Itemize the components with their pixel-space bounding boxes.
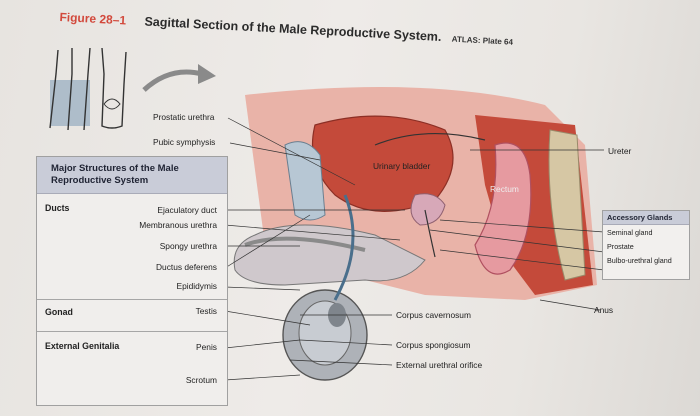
label-corpus-cavernosum: Corpus cavernosum: [396, 310, 471, 320]
label-prostatic-urethra: Prostatic urethra: [153, 112, 214, 122]
label-spongy-urethra: Spongy urethra: [160, 241, 217, 251]
table-title: Major Structures of the Male Reproductiv…: [51, 163, 221, 187]
category-gonad: Gonad: [45, 307, 73, 317]
table-header: Major Structures of the Male Reproductiv…: [37, 157, 227, 194]
label-rectum: Rectum: [490, 184, 519, 194]
label-corpus-spongiosum: Corpus spongiosum: [396, 340, 470, 350]
row-divider: [37, 299, 227, 300]
accessory-item-bulbo-urethral-gland: Bulbo-urethral gland: [603, 253, 689, 267]
label-ureter: Ureter: [608, 146, 631, 156]
accessory-item-seminal-gland: Seminal gland: [603, 225, 689, 239]
label-epididymis: Epididymis: [177, 281, 218, 291]
atlas-reference: ATLAS: Plate 64: [452, 35, 514, 47]
label-testis: Testis: [196, 306, 217, 316]
accessory-item-prostate: Prostate: [603, 239, 689, 253]
category-external-genitalia: External Genitalia: [45, 341, 119, 351]
label-penis: Penis: [196, 342, 217, 352]
label-anus: Anus: [594, 305, 613, 315]
row-divider: [37, 331, 227, 332]
label-membranous-urethra: Membranous urethra: [139, 220, 217, 230]
direction-arrow: [140, 60, 220, 100]
orientation-thumbnail: [42, 44, 142, 136]
label-ejaculatory-duct: Ejaculatory duct: [157, 205, 217, 215]
accessory-glands-box: Accessory Glands Seminal gland Prostate …: [602, 210, 690, 280]
label-scrotum: Scrotum: [186, 375, 217, 385]
category-ducts: Ducts: [45, 203, 69, 213]
label-ductus-deferens: Ductus deferens: [156, 262, 217, 272]
figure-title: Sagittal Section of the Male Reproductiv…: [144, 14, 442, 44]
label-urinary-bladder: Urinary bladder: [373, 161, 430, 171]
figure-number: Figure 28–1: [59, 10, 126, 27]
accessory-glands-title: Accessory Glands: [603, 211, 689, 225]
label-external-urethral-orifice: External urethral orifice: [396, 360, 482, 370]
label-pubic-symphysis: Pubic symphysis: [153, 137, 215, 147]
